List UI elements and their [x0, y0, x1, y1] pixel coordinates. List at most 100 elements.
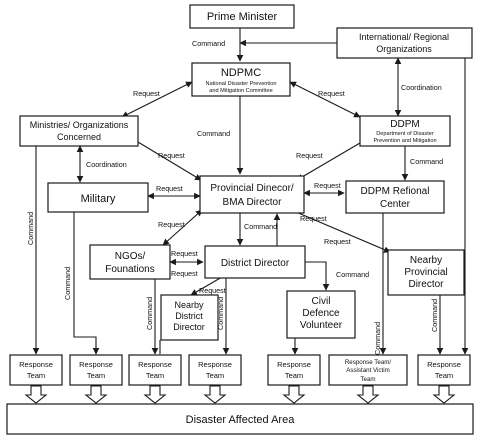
node-response-team-5: Response Team [267, 354, 321, 386]
svg-text:Team: Team [206, 371, 224, 380]
label-request-min-prov: Request [158, 151, 185, 160]
label-request-ngos-dist: Request [171, 249, 198, 258]
edge-ndpmc-ddpm [289, 81, 361, 118]
label-command-v6: Command [430, 299, 439, 332]
svg-text:Response: Response [427, 360, 461, 369]
svg-text:Response: Response [79, 360, 113, 369]
label-command-v2: Command [63, 267, 72, 300]
node-response-team-2: Response Team [69, 354, 123, 386]
svg-text:Provincial: Provincial [404, 267, 447, 278]
svg-text:Nearby: Nearby [410, 255, 442, 266]
svg-text:Team: Team [27, 371, 45, 380]
svg-text:Response Team/: Response Team/ [345, 359, 392, 366]
label-command-ndpmc: Command [197, 129, 230, 138]
node-provincial-director: Provincial Dinecor/ BMA Director [199, 175, 305, 214]
svg-text:DDPM Refional: DDPM Refional [361, 186, 430, 197]
svg-text:Civil: Civil [312, 296, 331, 307]
svg-text:Team: Team [87, 371, 105, 380]
node-ndpmc: NDPMC National Disaster Prevention and M… [191, 62, 291, 97]
node-response-team-6: Response Team [417, 354, 471, 386]
svg-text:District: District [175, 311, 203, 321]
svg-text:Team: Team [146, 371, 164, 380]
node-ministries: Ministries/ Organizations Concerned [19, 115, 139, 147]
svg-text:Ministries/ Organizations: Ministries/ Organizations [30, 120, 129, 130]
label-command-v1: Command [26, 212, 35, 245]
edge-district-civil [305, 261, 330, 291]
svg-text:Prevention and Mitigation: Prevention and Mitigation [373, 138, 436, 144]
node-response-assist-team: Response Team/ Assistant Victim Team [328, 354, 408, 386]
nodes: Prime Minister International/ Regional O… [6, 4, 474, 435]
svg-text:NGOs/: NGOs/ [115, 251, 146, 262]
node-district-director: District Director [204, 245, 306, 279]
svg-text:Department of Disaster: Department of Disaster [376, 131, 434, 137]
node-response-team-3: Response Team [128, 354, 182, 386]
label-command-ddpm: Command [410, 157, 443, 166]
svg-text:Team: Team [285, 371, 303, 380]
label-request-regional: Request [314, 181, 341, 190]
label-request-ngos: Request [158, 220, 185, 229]
edge-labels: Command Command Request Request Coordina… [26, 39, 443, 355]
svg-text:Director: Director [173, 322, 205, 332]
edge-provincial-nearbyprov [295, 211, 391, 253]
svg-text:Founations: Founations [105, 264, 154, 275]
svg-text:Volunteer: Volunteer [300, 320, 343, 331]
label-request-nearbydist: Request [199, 286, 226, 295]
node-disaster-affected-area: Disaster Affected Area [6, 403, 474, 435]
node-ddpm: DDPM Department of Disaster Prevention a… [359, 115, 451, 147]
svg-text:Concerned: Concerned [57, 132, 101, 142]
svg-text:Prime Minister: Prime Minister [207, 11, 278, 23]
label-command-v4: Command [216, 297, 225, 330]
svg-text:Response: Response [138, 360, 172, 369]
svg-text:International/ Regional: International/ Regional [359, 32, 449, 42]
svg-text:Team: Team [360, 376, 375, 383]
svg-text:Defence: Defence [302, 308, 340, 319]
label-request-military: Request [156, 184, 183, 193]
svg-text:National Disaster Prevention: National Disaster Prevention [206, 81, 277, 87]
svg-text:Disaster Affected Area: Disaster Affected Area [186, 414, 296, 426]
node-ngos: NGOs/ Founations [89, 244, 171, 280]
node-civil-defence: Civil Defence Volunteer [286, 290, 356, 339]
label-coordination-intl: Coordination [401, 83, 442, 92]
svg-text:Response: Response [198, 360, 232, 369]
svg-text:Military: Military [81, 193, 116, 205]
svg-text:Director: Director [408, 279, 444, 290]
svg-text:BMA Director: BMA Director [223, 197, 283, 208]
node-ddpm-regional: DDPM Refional Center [345, 180, 445, 214]
label-command-v5: Command [373, 322, 382, 355]
edge-military-response [73, 212, 100, 355]
edge-ddpm-provincial [296, 142, 361, 181]
node-prime-minister: Prime Minister [189, 4, 295, 29]
svg-text:Organizations: Organizations [376, 44, 432, 54]
label-coordination-ministries: Coordination [86, 160, 127, 169]
label-request-dist-prov: Request [300, 214, 327, 223]
svg-text:Team: Team [435, 371, 453, 380]
hollow-arrows [24, 385, 456, 404]
label-request-dist-ngos: Request [171, 269, 198, 278]
node-response-team-4: Response Team [188, 354, 242, 386]
svg-text:Response: Response [19, 360, 53, 369]
svg-text:Response: Response [277, 360, 311, 369]
node-international: International/ Regional Organizations [336, 27, 473, 59]
svg-text:Center: Center [380, 199, 411, 210]
node-nearby-provincial: Nearby Provincial Director [387, 249, 465, 296]
node-response-team-1: Response Team [9, 354, 63, 386]
connectors [32, 28, 469, 355]
svg-text:and Mitigation Committee: and Mitigation Committee [209, 88, 272, 94]
label-command-pm: Command [192, 39, 225, 48]
label-request-ddpm: Request [318, 89, 345, 98]
edge-ministries-provincial [137, 141, 202, 181]
svg-text:NDPMC: NDPMC [221, 67, 261, 79]
label-request-ministries: Request [133, 89, 160, 98]
label-request-ddpm-prov: Request [296, 151, 323, 160]
label-command-civil: Command [336, 270, 369, 279]
svg-text:Provincial Dinecor/: Provincial Dinecor/ [210, 183, 294, 194]
label-command-provincial: Command [244, 222, 277, 231]
node-military: Military [47, 182, 149, 213]
svg-text:Nearby: Nearby [174, 300, 204, 310]
label-command-v3: Command [145, 297, 154, 330]
svg-text:District Director: District Director [221, 258, 290, 269]
label-request-nearbyprov: Request [324, 237, 351, 246]
node-nearby-district: Nearby District Director [160, 294, 219, 341]
svg-text:DDPM: DDPM [390, 119, 419, 130]
